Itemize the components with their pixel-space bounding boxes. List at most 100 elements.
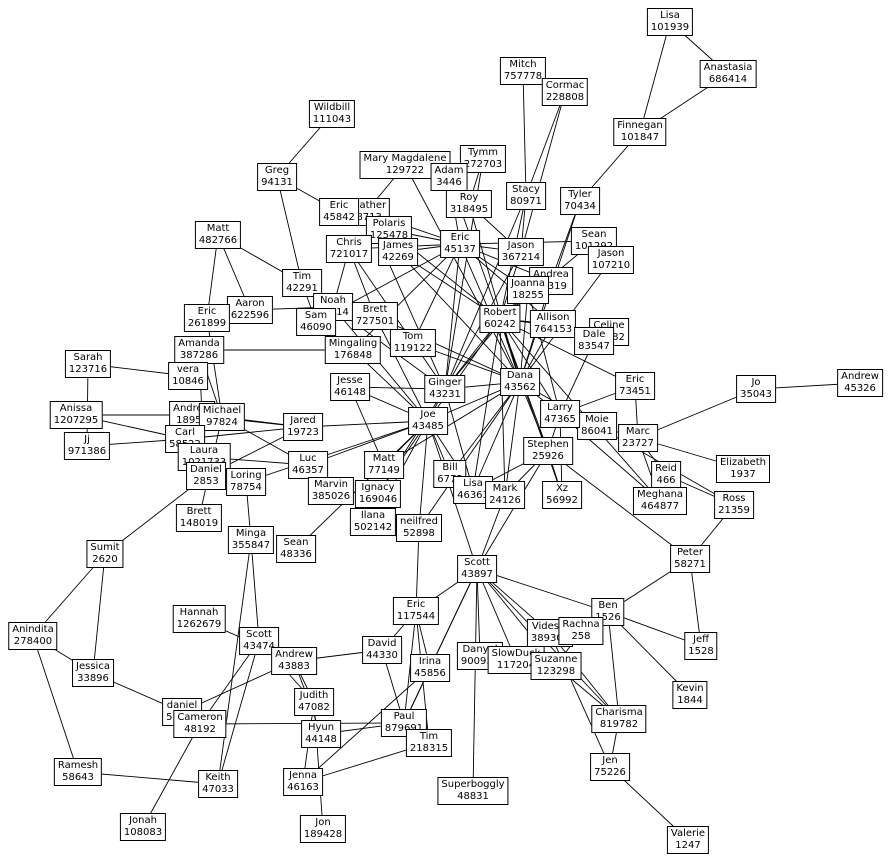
node-name: Mingaling <box>328 338 378 349</box>
node-value: 42291 <box>286 283 318 294</box>
node-value: 94131 <box>261 177 293 188</box>
node-name: Stacy <box>512 184 540 195</box>
node-name: neilfred <box>400 516 438 527</box>
edge-meghana-robert <box>499 318 661 502</box>
edge-scott1-danyel <box>476 568 481 657</box>
node-name: Carl <box>175 427 195 438</box>
edge-jared-joe <box>302 420 429 428</box>
node-value: 23727 <box>622 438 654 449</box>
node-value: 1526 <box>595 612 621 623</box>
node-name: Matt <box>206 223 230 234</box>
node-value: 44148 <box>305 734 337 745</box>
node-name: Allison <box>536 312 570 323</box>
node-value: 278400 <box>13 636 53 647</box>
node-value: 86041 <box>581 426 613 437</box>
edge-scott1-ben <box>476 568 609 613</box>
node-value: 48831 <box>457 791 489 802</box>
node-value: 46148 <box>334 387 366 398</box>
edge-tom-eric5 <box>412 243 461 344</box>
node-value: 686414 <box>708 74 748 85</box>
node-value: 43474 <box>243 641 275 652</box>
node-value: 108083 <box>123 827 163 838</box>
node-value: 46163 <box>287 782 319 793</box>
node-value: 258 <box>571 631 591 642</box>
node-name: Cameron <box>177 712 223 723</box>
node-name: Videshi <box>531 621 569 632</box>
node-value: 18954 <box>176 415 208 426</box>
node-value: 879691 <box>384 723 424 734</box>
node-value: 24126 <box>489 495 521 506</box>
edge-scott1-slowduck <box>476 568 517 661</box>
node-name: Valerie <box>670 828 706 839</box>
node-name: Jeff <box>692 634 709 645</box>
node-name: Jonah <box>129 815 157 826</box>
edge-eric3-robert <box>499 318 636 387</box>
node-name: Cormac <box>545 80 585 91</box>
node-value: 218315 <box>409 743 449 754</box>
node-name: Reid <box>655 463 677 474</box>
node-name: Joe <box>420 409 436 420</box>
node-value: 3446 <box>436 177 462 188</box>
node-name: Anissa <box>59 403 93 414</box>
edge-scott1-stephen <box>476 450 549 570</box>
node-value: 43897 <box>461 569 493 580</box>
node-name: Jj <box>84 434 90 445</box>
node-value: 46357 <box>292 465 324 476</box>
node-value: 819782 <box>599 719 639 730</box>
node-name: David <box>367 638 397 649</box>
node-value: 10846 <box>172 376 204 387</box>
node-name: Jason <box>597 248 625 259</box>
node-name: Jen <box>602 755 618 766</box>
edge-mingaling-eric5 <box>352 243 461 351</box>
node-name: Roy <box>459 192 479 203</box>
edge-eric4-paul <box>403 610 417 724</box>
node-value: 45856 <box>414 668 446 679</box>
node-name: Superboggly <box>441 779 505 790</box>
node-name: Ignacy <box>361 482 395 493</box>
node-value: 1844 <box>677 695 703 706</box>
node-value: 502142 <box>353 522 393 533</box>
node-value: 125478 <box>369 230 409 241</box>
edge-bill-dana <box>449 381 521 475</box>
node-value: 129722 <box>385 165 425 176</box>
node-name: Jason <box>507 240 535 251</box>
node-value: 80971 <box>510 196 542 207</box>
node-name: Suzanne <box>534 654 578 665</box>
node-value: 757778 <box>503 71 543 82</box>
node-value: 45319 <box>535 281 567 292</box>
node-name: Meghana <box>636 489 684 500</box>
node-value: 18255 <box>512 290 544 301</box>
node-name: daniel <box>166 700 198 711</box>
node-value: 47033 <box>202 784 234 795</box>
edge-eric2-michael <box>206 317 223 418</box>
node-value: 19723 <box>287 427 319 438</box>
node-value: 58271 <box>674 559 706 570</box>
node-name: Adam <box>434 165 464 176</box>
node-value: 117544 <box>396 611 436 622</box>
node-name: Tyler <box>568 189 592 200</box>
node-name: Andrew <box>275 649 313 660</box>
